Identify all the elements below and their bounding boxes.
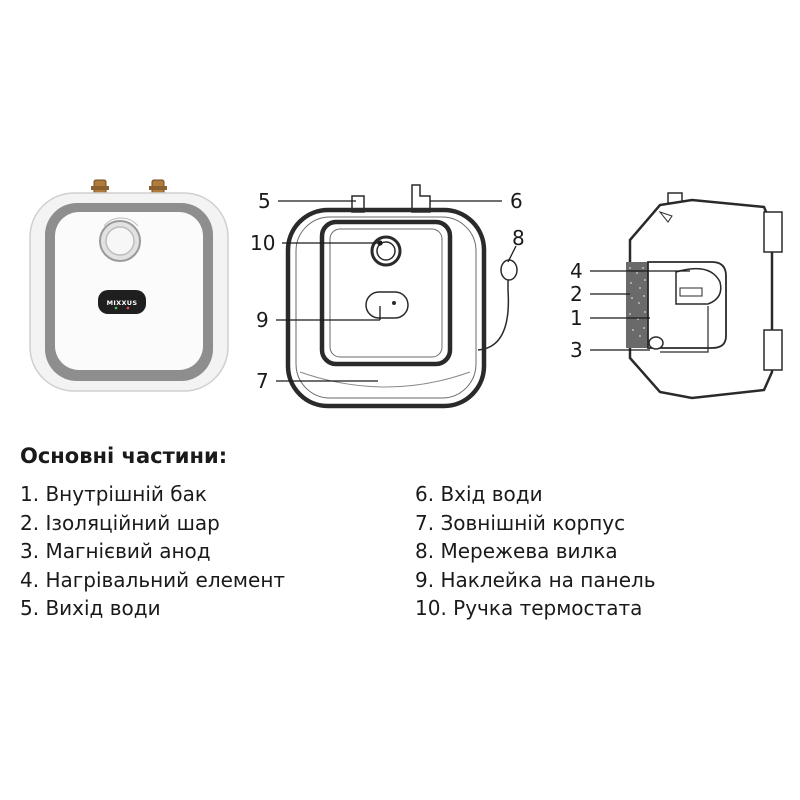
part-item-1: 1. Внутрішній бак [20,482,207,506]
part-item-2: 2. Ізоляційний шар [20,510,220,535]
callout-8: 8 [512,226,525,250]
callout-line-8 [507,245,517,263]
photo-brand-badge [98,290,146,314]
part-item-7: 7. Зовнішній корпус [415,510,626,535]
brand-logo: MIXXUS [107,299,138,307]
front-callouts [276,200,517,382]
part-item-6: 6. Вхід води [415,482,543,506]
part-item-4: 4. Нагрівальний елемент [20,567,286,592]
callout-2: 2 [570,282,583,306]
callout-5: 5 [258,189,271,213]
sticker-outline [365,291,409,319]
inner-panel [319,219,453,367]
side-callouts [590,270,690,351]
part-item-8: 8. Мережева вилка [415,539,618,563]
part-item-10: 10. Ручка термостата [415,596,643,620]
side-heating-element [675,267,722,305]
part-item-3: 3. Магнієвий анод [20,539,211,563]
callout-1: 1 [570,306,583,330]
callout-4: 4 [570,259,583,283]
front-view-drawing [285,184,518,409]
side-magnesium-anode [648,336,664,350]
knob-outline [370,235,402,267]
part-item-9: 9. Наклейка на панель [415,567,656,592]
side-callout-labels: 4 2 1 3 [570,259,583,362]
power-cord [477,280,510,351]
callout-10: 10 [250,231,275,255]
plug-outline [500,259,518,281]
callout-3: 3 [570,338,583,362]
parts-list-title: Основні частини: [20,444,228,468]
photo-thermostat-knob [99,217,141,262]
side-insulation-layer [626,262,648,348]
callout-6: 6 [510,189,523,213]
product-photo: MIXXUS [29,179,229,392]
side-view-drawing [626,192,783,400]
part-item-5: 5. Вихід води [20,596,161,620]
callout-9: 9 [256,308,269,332]
parts-list-left: 1. Внутрішній бак 2. Ізоляційний шар 3. … [20,480,285,623]
outer-casing [285,207,487,409]
callout-7: 7 [256,369,269,393]
front-callout-labels: 5 6 10 8 9 7 [250,189,525,393]
parts-list-right: 6. Вхід води 7. Зовнішній корпус 8. Мере… [415,480,656,623]
